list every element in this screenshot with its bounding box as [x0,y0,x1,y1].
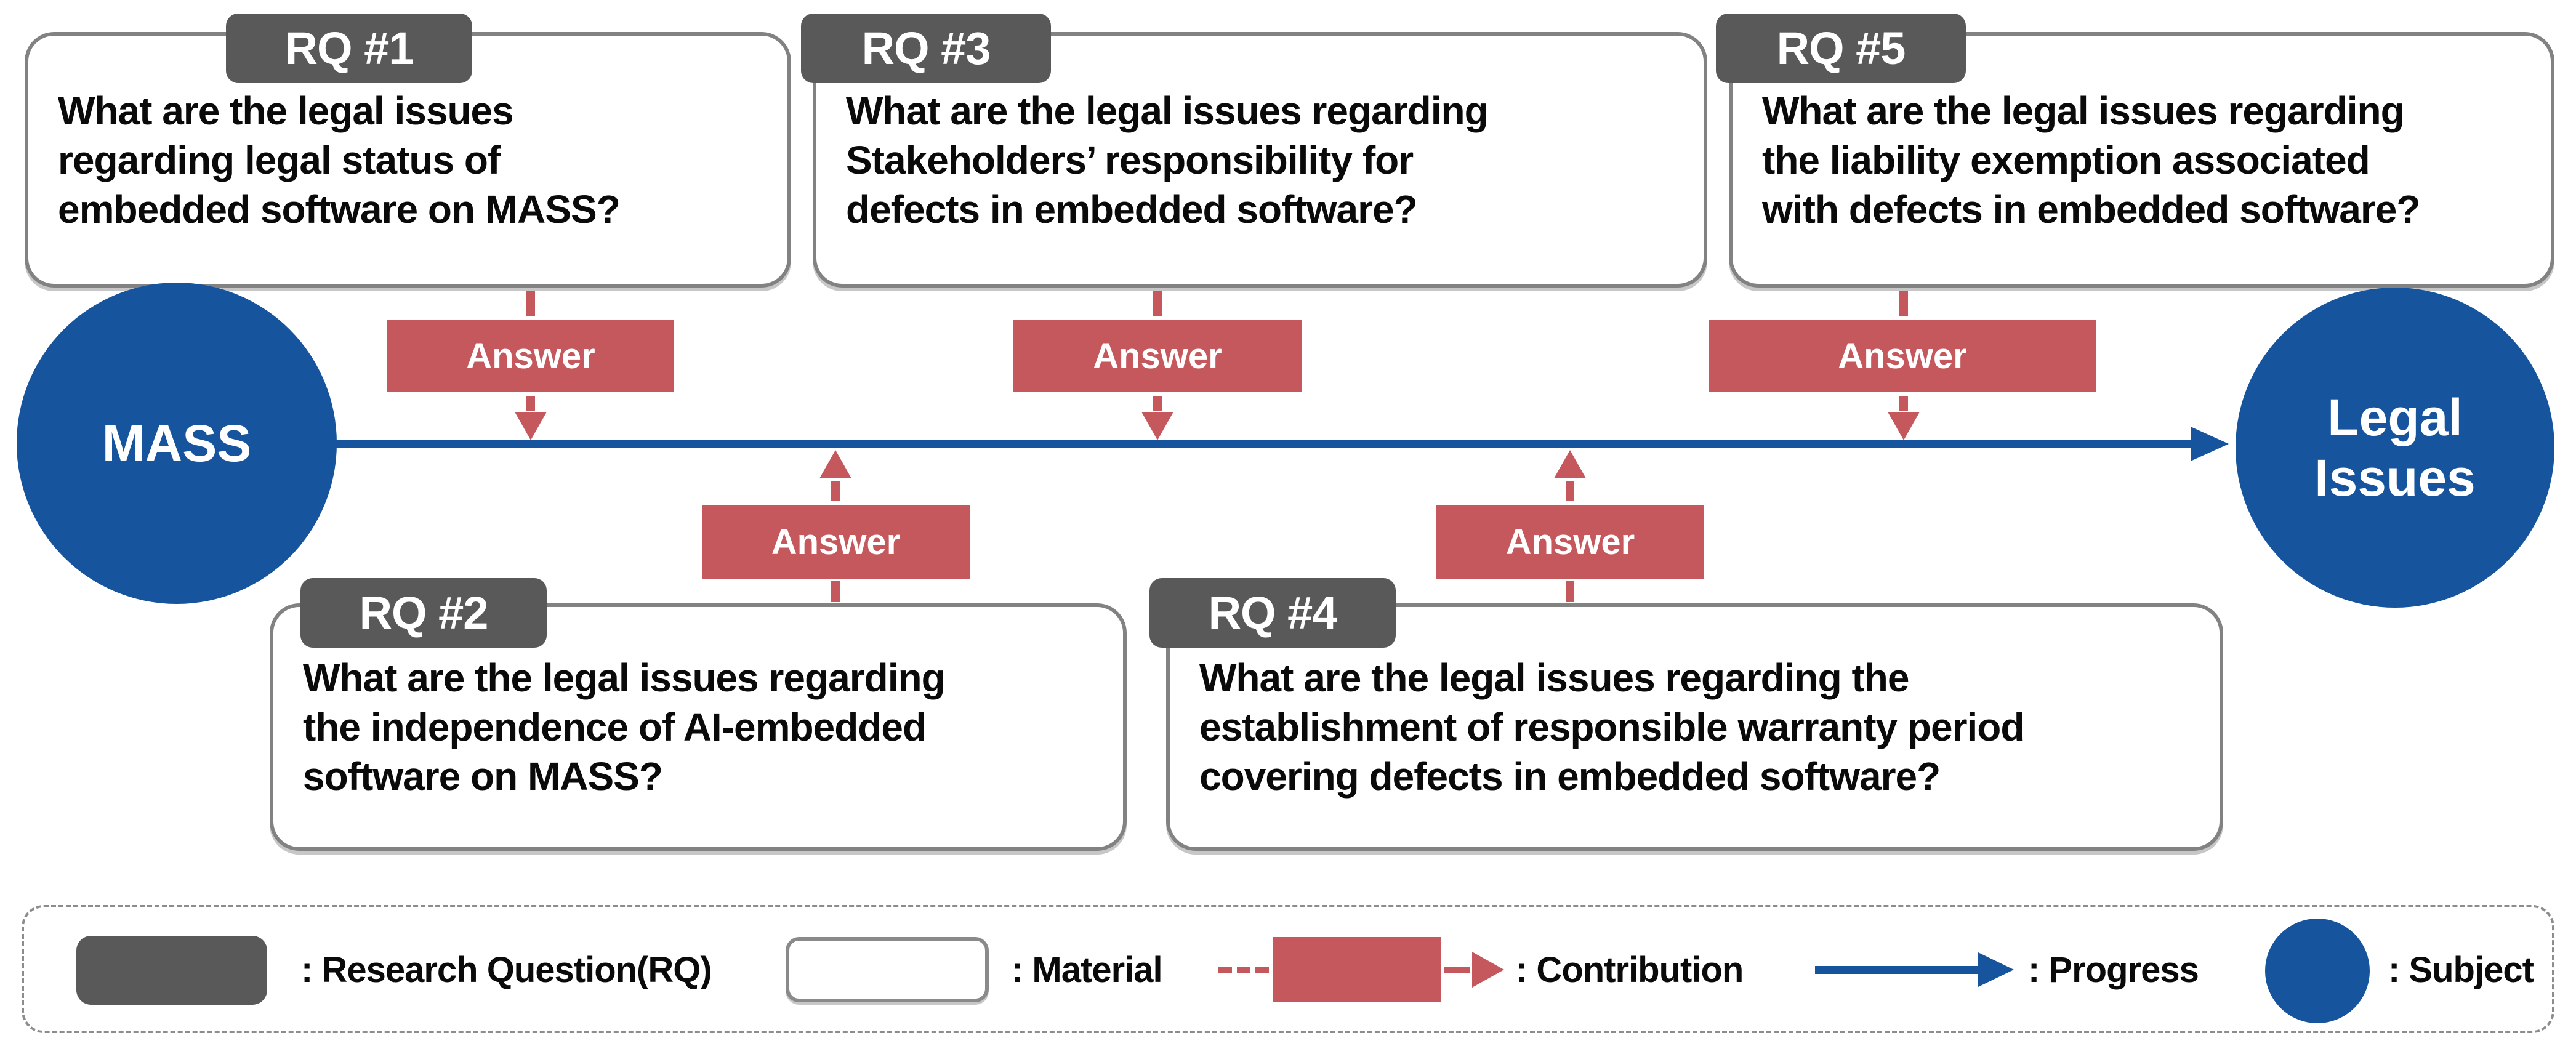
subject-mass-label: MASS [102,414,252,472]
contribution-arrow-rq5-segment [1899,396,1908,411]
legend-contribution-arrowhead-icon [1472,952,1504,988]
legend-progress-arrow-icon [1815,966,1978,974]
tab-rq2: RQ #2 [300,578,547,648]
contribution-arrow-rq1-segment [526,396,535,411]
rq5-question-text: What are the legal issues regarding the … [1762,88,2420,231]
rq2-question-text: What are the legal issues regarding the … [303,656,946,799]
legend-research-question-swatch [76,936,267,1005]
contribution-arrow-rq3-segment [1153,291,1162,316]
answer-box-2: Answer [702,505,970,579]
progress-arrowhead-icon [2191,427,2229,461]
contribution-arrowhead-rq3-icon [1141,412,1173,440]
contribution-arrowhead-rq4-icon [1554,450,1586,478]
rq3-question-text: What are the legal issues regarding Stak… [846,88,1489,231]
subject-legal-issues-circle: Legal Issues [2236,288,2554,608]
contribution-arrowhead-rq2-icon [819,450,851,478]
answer-box-5: Answer [1709,320,2096,392]
contribution-arrow-rq4-segment [1566,581,1574,602]
rq1-question-text: What are the legal issues regarding lega… [58,88,621,231]
legend: : Research Question(RQ) : Material : Con… [22,905,2554,1033]
material-box-rq4: What are the legal issues regarding the … [1166,603,2223,851]
material-box-rq2: What are the legal issues regarding the … [270,603,1127,851]
rq4-question-text: What are the legal issues regarding the … [1199,656,2024,799]
legend-progress-arrowhead-icon [1978,952,2014,987]
legend-label-contribution: : Contribution [1516,950,1744,990]
legend-contribution-dash-icon [1444,967,1470,973]
legend-subject-circle-icon [2265,919,2370,1023]
contribution-arrow-rq3-segment [1153,396,1162,411]
answer-box-4: Answer [1436,505,1704,579]
subject-legal-issues-label: Legal Issues [2314,388,2476,507]
contribution-arrow-rq2-segment [831,481,840,501]
contribution-arrow-rq4-segment [1566,481,1574,501]
tab-rq4: RQ #4 [1149,578,1396,648]
tab-rq3: RQ #3 [801,14,1051,83]
answer-box-3: Answer [1013,320,1302,392]
legend-label-material: : Material [1012,950,1163,990]
contribution-arrowhead-rq1-icon [515,412,547,440]
contribution-arrow-rq2-segment [831,581,840,602]
legend-contribution-box [1273,937,1441,1002]
progress-line [332,440,2192,448]
legend-material-swatch [786,937,989,1002]
tab-rq1: RQ #1 [226,14,472,83]
legend-contribution-dash-icon [1218,967,1269,973]
contribution-arrow-rq1-segment [526,291,535,316]
legend-label-progress: : Progress [2028,950,2199,990]
tab-rq5: RQ #5 [1716,14,1966,83]
answer-box-1: Answer [387,320,674,392]
legend-label-research-question: : Research Question(RQ) [301,950,712,990]
contribution-arrowhead-rq5-icon [1888,412,1920,440]
legend-label-subject: : Subject [2388,950,2534,990]
contribution-arrow-rq5-segment [1899,291,1908,316]
subject-mass-circle: MASS [17,283,337,604]
